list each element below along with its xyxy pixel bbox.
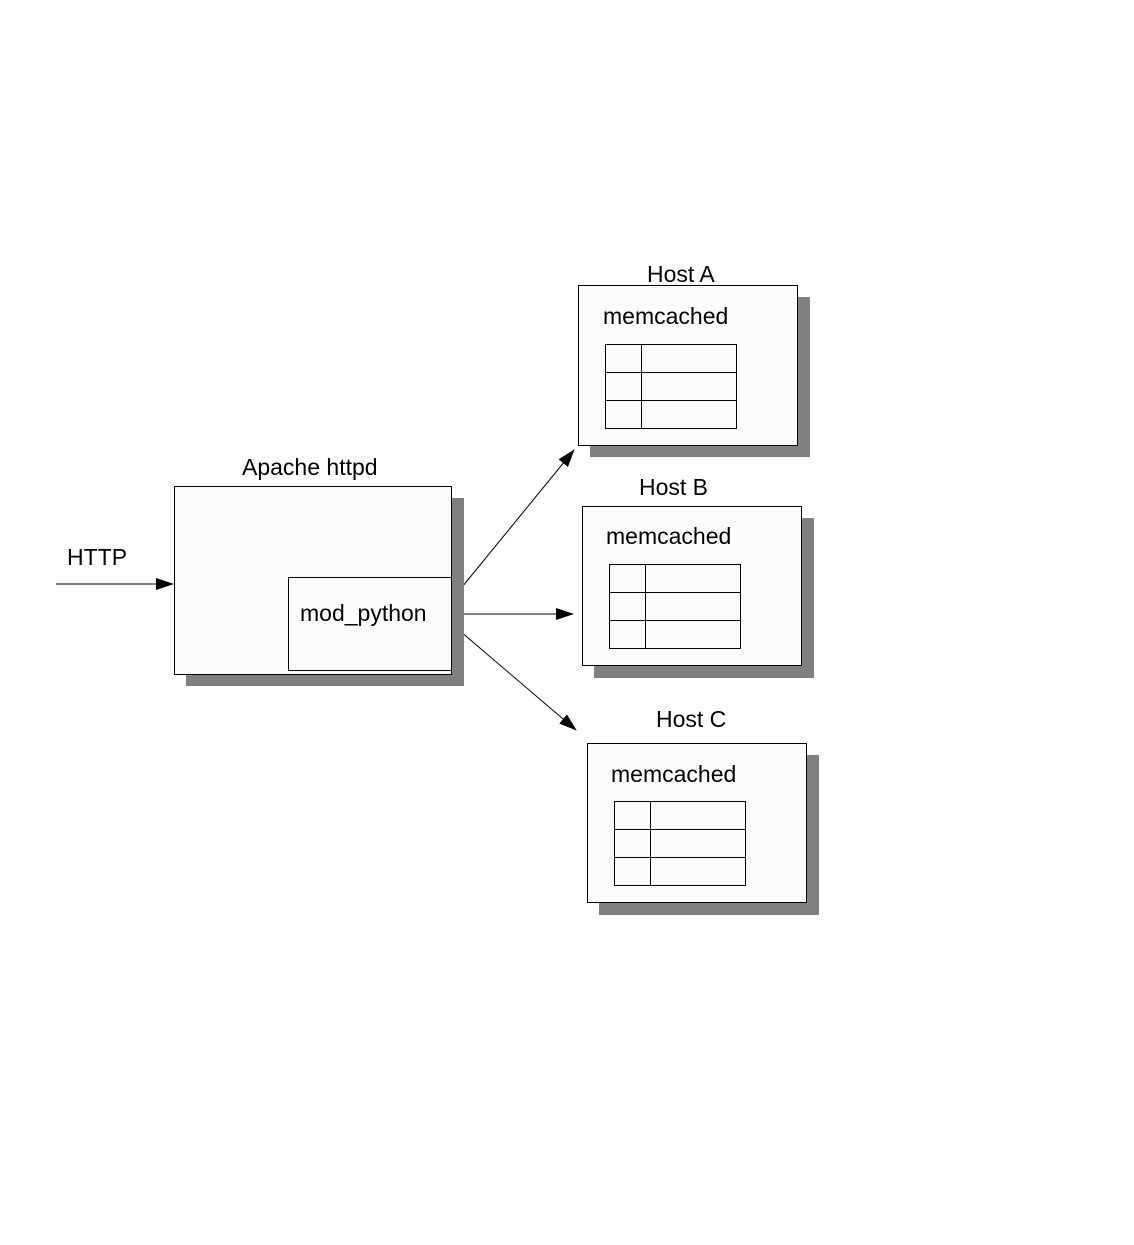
apache-box: mod_python [174,486,452,675]
host-a-box: memcached [578,285,798,446]
host-c-memcached-label: memcached [611,761,737,787]
mod-python-box: mod_python [288,577,452,671]
cache-value-cell [645,592,741,621]
cache-key-cell [609,564,646,593]
cache-key-cell [605,400,642,429]
table-row [609,564,741,593]
table-row [614,801,746,830]
cache-value-cell [641,344,737,373]
table-row [614,829,746,858]
host-b-memcached-label: memcached [606,523,732,549]
table-row [609,620,741,649]
table-row [605,400,737,429]
cache-value-cell [645,564,741,593]
cache-key-cell [605,372,642,401]
cache-key-cell [605,344,642,373]
table-row [614,857,746,886]
host-b-title: Host B [639,474,709,500]
host-b-box: memcached [582,506,802,666]
cache-key-cell [614,829,651,858]
cache-value-cell [641,400,737,429]
cache-key-cell [614,801,651,830]
cache-key-cell [609,592,646,621]
host-a-memcached-label: memcached [603,303,729,329]
host-c-title: Host C [656,706,727,732]
cache-value-cell [650,801,746,830]
table-row [609,592,741,621]
cache-key-cell [609,620,646,649]
host-b-cache-table [609,564,741,649]
host-a-title: Host A [647,261,715,287]
host-a-cache-table [605,344,737,429]
http-label: HTTP [67,544,128,570]
table-row [605,372,737,401]
cache-key-cell [614,857,651,886]
table-row [605,344,737,373]
cache-value-cell [650,829,746,858]
apache-title: Apache httpd [242,454,378,480]
cache-value-cell [641,372,737,401]
host-c-cache-table [614,801,746,886]
cache-value-cell [650,857,746,886]
host-c-box: memcached [587,743,807,903]
mod-python-label: mod_python [300,600,427,626]
cache-value-cell [645,620,741,649]
